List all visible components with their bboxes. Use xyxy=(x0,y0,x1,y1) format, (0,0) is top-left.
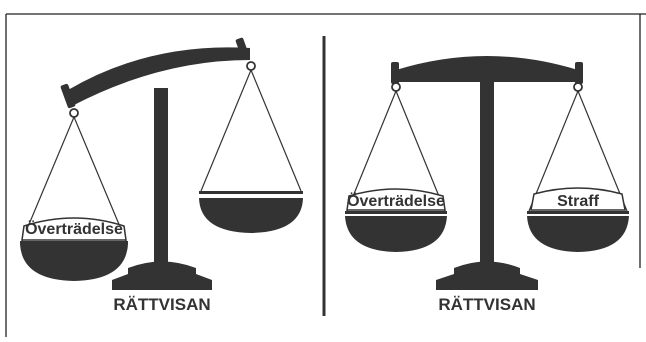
pan-string xyxy=(528,90,579,212)
pan-rim-right xyxy=(199,191,303,194)
pan-bowl-right xyxy=(199,198,303,233)
pan-label-plate xyxy=(530,187,626,211)
hook-ring-right xyxy=(573,82,583,92)
pan-bowl-right xyxy=(527,216,629,252)
pan-label-right: Straff xyxy=(557,193,599,210)
pan-string xyxy=(250,69,302,192)
pan-bowl-left xyxy=(20,244,128,281)
pan-rim-left xyxy=(20,241,128,244)
pan-string xyxy=(395,90,446,212)
pan-label-plate xyxy=(21,217,127,241)
beam-cap-left xyxy=(60,83,76,109)
pan-label-plate xyxy=(346,188,446,211)
hook-ring-left xyxy=(69,108,79,118)
pan-string xyxy=(577,90,628,212)
pan-rim-right xyxy=(527,211,629,214)
pan-rim-left xyxy=(345,211,447,214)
scale-balanced: Överträdelse Straff RÄTTVISAN xyxy=(345,56,629,314)
pan-string xyxy=(73,116,127,242)
beam xyxy=(396,56,578,82)
pan-bowl-left xyxy=(345,216,447,252)
beam xyxy=(68,47,250,106)
pan-string xyxy=(200,69,252,192)
pan-label-left: Överträdelse xyxy=(25,219,123,238)
beam-cap-right xyxy=(575,62,583,84)
hook-ring-right xyxy=(246,61,256,71)
pan-string xyxy=(346,90,397,212)
pillar xyxy=(154,88,168,268)
base-label: RÄTTVISAN xyxy=(113,295,210,314)
beam-cap-left xyxy=(391,62,399,84)
base-label: RÄTTVISAN xyxy=(438,295,535,314)
hook-ring-left xyxy=(391,82,401,92)
pan-label-left: Överträdelse xyxy=(347,191,445,210)
beam-cap-right xyxy=(235,37,249,57)
pan-string xyxy=(21,116,75,242)
base xyxy=(436,261,538,290)
scale-tipped: Överträdelse RÄTTVISAN xyxy=(20,37,303,314)
pillar xyxy=(480,80,494,268)
base xyxy=(112,261,212,290)
